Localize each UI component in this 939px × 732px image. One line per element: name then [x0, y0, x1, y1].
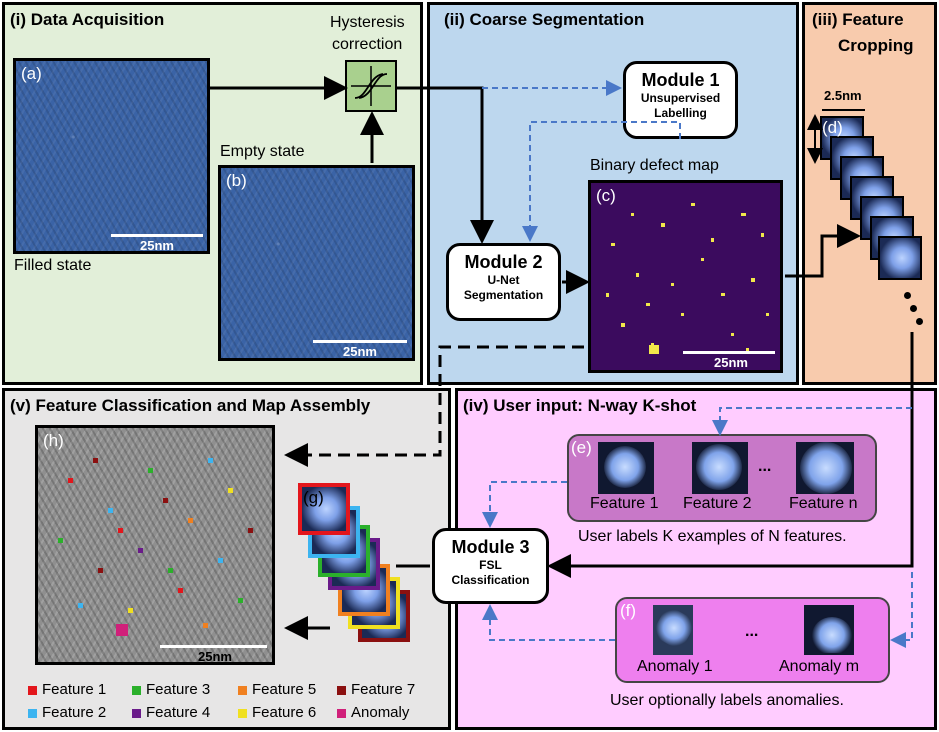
- legend-label-4: Feature 4: [146, 704, 211, 721]
- legend-label-2: Feature 2: [42, 704, 107, 721]
- stm-image-empty: (b) 25nm: [218, 165, 415, 361]
- module-3-sub2: Classification: [451, 573, 530, 587]
- title-coarse-segmentation: (ii) Coarse Segmentation: [444, 10, 645, 29]
- label-f: (f): [620, 601, 637, 620]
- title-feature-cropping-1: (iii) Feature: [812, 10, 904, 29]
- scale-text: 25nm: [343, 344, 377, 359]
- label-b: (b): [226, 171, 247, 190]
- label-a: (a): [21, 64, 42, 83]
- scale-text: 25nm: [198, 649, 232, 664]
- scale-bar: [683, 351, 775, 354]
- feature-2-thumb: [692, 442, 748, 494]
- classified-crop-1: [298, 483, 350, 535]
- title-feature-cropping-2: Cropping: [838, 36, 914, 55]
- legend-swatch-4: [132, 709, 141, 718]
- legend-swatch-7: [337, 686, 346, 695]
- module-1-sub1: Unsupervised: [640, 91, 721, 105]
- title-classification: (v) Feature Classification and Map Assem…: [10, 396, 371, 415]
- legend-label-6: Feature 6: [252, 704, 317, 721]
- label-d: (d): [822, 118, 843, 137]
- feature-n-label: Feature n: [789, 495, 858, 512]
- legend-swatch-5: [238, 686, 247, 695]
- title-data-acquisition: (i) Data Acquisition: [10, 10, 165, 29]
- anomalies-ellipsis: ...: [745, 623, 759, 640]
- filled-state-label: Filled state: [14, 257, 92, 274]
- feature-1-thumb: [598, 442, 654, 494]
- stm-image-filled: (a) 25nm: [13, 58, 210, 254]
- legend-label-3: Feature 3: [146, 681, 211, 698]
- anomalies-caption: User optionally labels anomalies.: [610, 692, 844, 709]
- empty-state-label: Empty state: [220, 143, 305, 160]
- features-caption: User labels K examples of N features.: [578, 528, 847, 545]
- legend-label-8: Anomaly: [351, 704, 410, 721]
- module-1-title: Module 1: [641, 70, 720, 90]
- module-2: Module 2 U-Net Segmentation: [446, 243, 561, 321]
- legend-swatch-8: [337, 709, 346, 718]
- ellipsis-dot: [904, 292, 911, 299]
- scale-bar: [111, 234, 203, 237]
- hysteresis-label-2: correction: [332, 36, 403, 53]
- module-1: Module 1 Unsupervised Labelling: [623, 61, 738, 139]
- scale-text: 25nm: [714, 355, 748, 370]
- legend-label-1: Feature 1: [42, 681, 107, 698]
- module-2-sub2: Segmentation: [463, 288, 544, 302]
- features-ellipsis: ...: [758, 458, 772, 475]
- module-2-sub1: U-Net: [487, 273, 520, 287]
- ellipsis-dot: [910, 305, 917, 312]
- legend-swatch-1: [28, 686, 37, 695]
- module-3: Module 3 FSL Classification: [432, 528, 549, 604]
- binary-defect-map: (c) 25nm: [588, 180, 783, 373]
- hysteresis-label-1: Hysteresis: [330, 14, 405, 31]
- anomaly-m-thumb: [804, 605, 854, 655]
- scale-bar: [160, 645, 267, 648]
- anomaly-1-thumb: [653, 605, 693, 655]
- module-3-sub1: FSL: [479, 558, 502, 572]
- crop-7: [878, 236, 922, 280]
- binary-map-label: Binary defect map: [590, 157, 719, 174]
- classified-map: (h) 25nm: [35, 425, 275, 665]
- legend-swatch-2: [28, 709, 37, 718]
- hysteresis-icon: [345, 60, 397, 112]
- feature-n-thumb: [796, 442, 854, 494]
- module-3-title: Module 3: [451, 537, 530, 557]
- feature-1-label: Feature 1: [590, 495, 659, 512]
- label-h: (h): [43, 431, 64, 450]
- label-e: (e): [571, 438, 592, 457]
- anomaly-1-label: Anomaly 1: [637, 658, 713, 675]
- legend-swatch-3: [132, 686, 141, 695]
- scale-text: 25nm: [140, 238, 174, 253]
- legend-label-7: Feature 7: [351, 681, 416, 698]
- feature-2-label: Feature 2: [683, 495, 752, 512]
- module-1-sub2: Labelling: [654, 106, 707, 120]
- legend-swatch-6: [238, 709, 247, 718]
- title-user-input: (iv) User input: N-way K-shot: [463, 396, 697, 415]
- label-g: (g): [303, 488, 324, 507]
- scale-bar: [313, 340, 407, 343]
- anomaly-m-label: Anomaly m: [779, 658, 860, 675]
- scale-small-label: 2.5nm: [824, 88, 862, 103]
- module-2-title: Module 2: [464, 252, 543, 272]
- ellipsis-dot: [916, 318, 923, 325]
- legend-label-5: Feature 5: [252, 681, 317, 698]
